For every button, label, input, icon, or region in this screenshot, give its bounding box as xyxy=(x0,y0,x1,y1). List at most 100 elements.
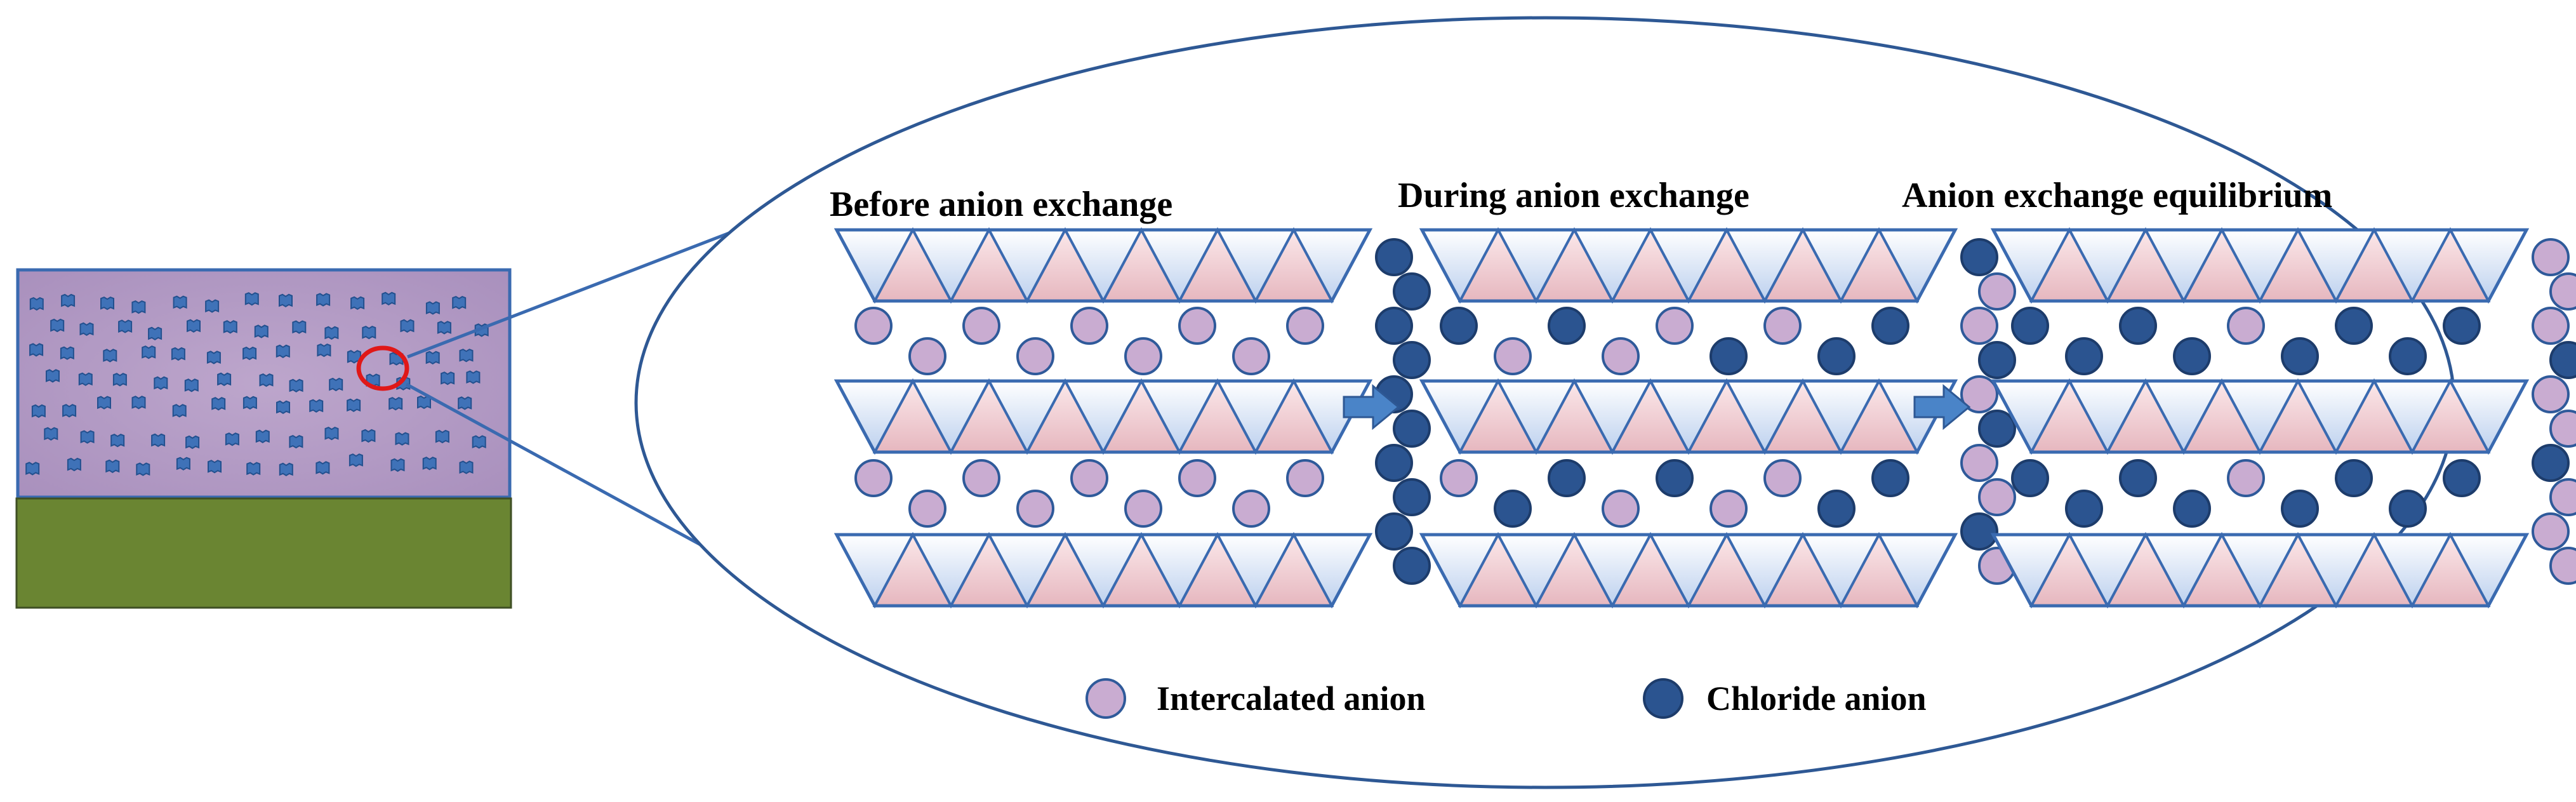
ldh-particle-shape xyxy=(289,434,303,449)
hydroxide-layer xyxy=(1419,531,1958,609)
ldh-particle xyxy=(97,396,111,410)
ldh-particle xyxy=(31,404,46,418)
ldh-particle xyxy=(62,404,77,418)
layer-outline xyxy=(1419,228,1958,303)
chloride-anion xyxy=(2011,307,2049,345)
intercalated-anion xyxy=(1494,337,1532,375)
ldh-particle xyxy=(50,318,65,333)
chloride-anion xyxy=(2065,337,2103,375)
ldh-particle xyxy=(437,321,451,335)
stage-title-during: During anion exchange xyxy=(1398,176,1749,215)
ldh-particle-shape xyxy=(217,372,232,386)
ldh-particle-shape xyxy=(187,319,201,333)
intercalated-anion xyxy=(2227,307,2265,345)
chloride-anion xyxy=(1393,410,1431,448)
ldh-particle xyxy=(400,319,415,333)
ldh-particle xyxy=(78,372,93,386)
ldh-particle-shape xyxy=(324,326,339,340)
intercalated-anion xyxy=(1070,307,1108,345)
ldh-particle xyxy=(176,457,190,471)
ldh-particle-shape xyxy=(100,296,114,311)
ldh-particle xyxy=(466,370,481,384)
ldh-particle xyxy=(29,297,44,311)
stage-title-equilibrium: Anion exchange equilibrium xyxy=(1902,176,2332,215)
layer-outline xyxy=(1990,533,2530,608)
ldh-particle-shape xyxy=(452,295,467,310)
intercalated-anion xyxy=(1232,337,1270,375)
chloride-anion xyxy=(1494,490,1532,528)
intercalated-anion xyxy=(908,490,946,528)
intercalated-anion xyxy=(1960,375,1998,413)
ldh-particle-shape xyxy=(206,351,221,364)
ldh-particle-shape xyxy=(61,293,76,308)
ldh-particle xyxy=(242,396,257,410)
ldh-particle-shape xyxy=(390,458,405,472)
ldh-particle xyxy=(184,378,199,392)
chloride-anion xyxy=(2532,444,2570,482)
ldh-particle-shape xyxy=(50,318,65,333)
hydroxide-layer xyxy=(1990,531,2530,609)
ldh-particle xyxy=(395,432,409,446)
ldh-particle-shape xyxy=(382,291,396,305)
ldh-particle-shape xyxy=(25,462,40,476)
ldh-particle xyxy=(25,462,40,476)
intercalated-anion xyxy=(1656,307,1694,345)
layer-outline xyxy=(833,533,1373,608)
chloride-anion xyxy=(1393,547,1431,585)
ldh-particle xyxy=(279,462,293,476)
ldh-particle-shape xyxy=(435,429,449,444)
ldh-particle xyxy=(131,396,146,410)
ldh-particle-shape xyxy=(173,295,187,309)
layer-outline xyxy=(833,228,1373,303)
chloride-anion xyxy=(2335,307,2373,345)
intercalated-anion xyxy=(2532,238,2570,276)
chloride-anion xyxy=(2011,459,2049,497)
intercalated-anion xyxy=(1763,459,1802,497)
ldh-particle xyxy=(425,351,440,364)
ldh-particle xyxy=(422,457,437,471)
ldh-particle-shape xyxy=(395,432,409,446)
chloride-anion xyxy=(2281,490,2319,528)
ldh-particle-shape xyxy=(347,398,361,412)
ldh-particle xyxy=(151,433,166,447)
ldh-particle-shape xyxy=(259,373,274,387)
ldh-particle xyxy=(244,292,259,306)
chloride-anion xyxy=(2281,337,2319,375)
ldh-particle xyxy=(347,398,361,412)
intercalated-anion xyxy=(854,307,893,345)
ldh-particle-shape xyxy=(46,369,60,383)
ldh-particle xyxy=(172,404,187,418)
chloride-anion xyxy=(1548,459,1586,497)
ldh-particle xyxy=(154,376,168,390)
ldh-particle xyxy=(110,433,125,448)
ldh-particle-shape xyxy=(172,404,187,418)
intercalated-anion xyxy=(1286,459,1324,497)
zoom-line-upper xyxy=(407,219,761,359)
ldh-particle xyxy=(459,349,474,363)
ldh-particle-shape xyxy=(154,376,168,390)
ldh-particle xyxy=(452,295,467,310)
ldh-particle xyxy=(80,430,95,444)
ldh-particle xyxy=(142,345,156,359)
ldh-particle-shape xyxy=(425,301,440,315)
ldh-particle-shape xyxy=(244,292,259,306)
intercalated-anion xyxy=(962,459,1000,497)
ldh-particle xyxy=(276,344,290,358)
layer-outline xyxy=(1990,379,2530,454)
ldh-particle-shape xyxy=(79,322,94,336)
hydroxide-layer xyxy=(1419,227,1958,304)
ldh-particle xyxy=(361,429,376,443)
intercalated-anion xyxy=(2532,375,2570,413)
ldh-particle xyxy=(324,426,339,441)
ldh-particle xyxy=(317,343,331,358)
layer-outline xyxy=(1419,533,1958,608)
chloride-anion xyxy=(1375,307,1413,345)
ldh-particle-shape xyxy=(276,344,290,358)
ldh-particle xyxy=(417,395,431,410)
ldh-particle-shape xyxy=(103,349,117,363)
ldh-particle xyxy=(171,347,185,361)
chloride-anion xyxy=(1393,478,1431,516)
ldh-particle-shape xyxy=(425,351,440,364)
intercalated-anion xyxy=(1070,459,1108,497)
ldh-particle xyxy=(103,349,117,363)
